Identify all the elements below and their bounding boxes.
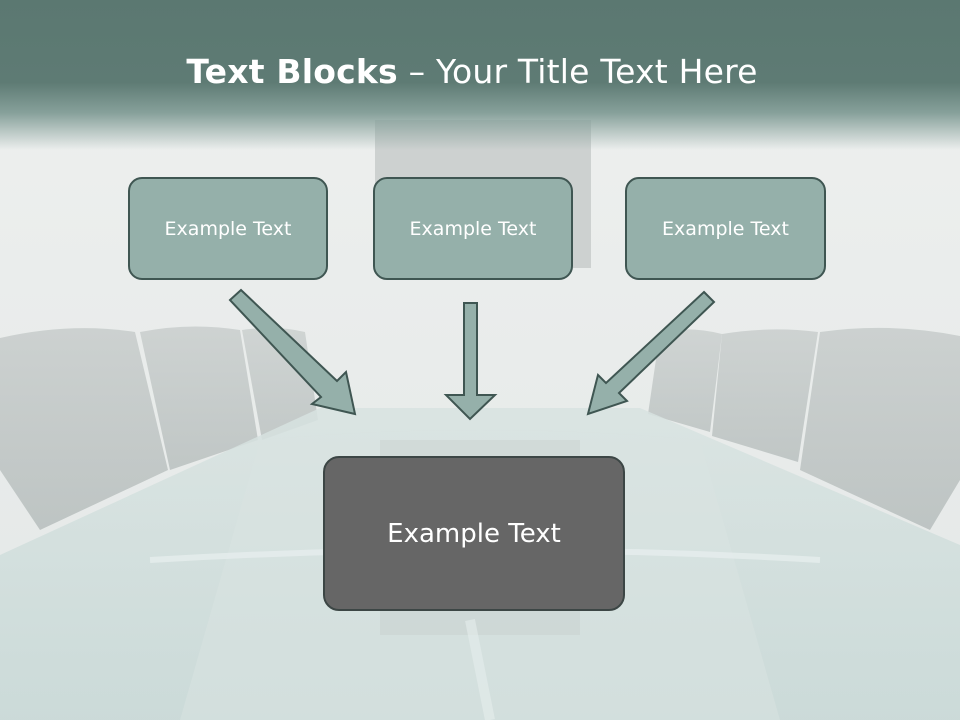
slide-title: Text Blocks – Your Title Text Here <box>0 52 944 91</box>
title-bar <box>0 0 960 150</box>
text-block-right[interactable]: Example Text <box>625 177 826 280</box>
text-block-left[interactable]: Example Text <box>128 177 328 280</box>
title-bold-part: Text Blocks <box>186 52 398 91</box>
arrow-down-left-icon <box>586 290 716 416</box>
text-block-label: Example Text <box>662 217 789 240</box>
text-block-label: Example Text <box>164 217 292 240</box>
text-block-label: Example Text <box>409 217 537 240</box>
title-separator: – <box>397 52 436 91</box>
title-rest: Your Title Text Here <box>435 52 758 91</box>
target-text-block-label: Example Text <box>387 518 561 549</box>
text-block-center[interactable]: Example Text <box>373 177 573 280</box>
arrow-down-icon <box>443 302 498 421</box>
arrow-down-right-icon <box>228 288 357 416</box>
target-text-block[interactable]: Example Text <box>323 456 625 611</box>
